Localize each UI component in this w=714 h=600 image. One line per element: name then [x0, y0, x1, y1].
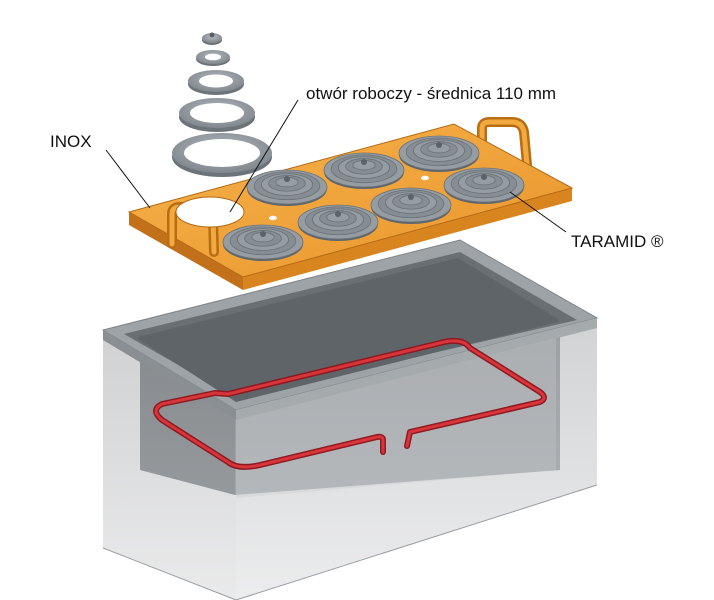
callout-taramid: TARAMID ® — [509, 191, 664, 251]
reducing-rings-stack — [172, 32, 272, 177]
ring-cover-icon — [188, 70, 244, 95]
taramid-covers — [222, 135, 525, 261]
ring-cover-icon — [196, 50, 230, 66]
lid-handle-icon — [477, 117, 532, 170]
ring-cover-icon — [443, 167, 525, 204]
ring-cover-icon — [172, 133, 272, 177]
ring-cover-icon — [370, 187, 452, 224]
label-taramid: TARAMID ® — [571, 232, 664, 251]
ring-cover-icon — [246, 169, 328, 206]
callout-working-hole: otwór roboczy - średnica 110 mm — [229, 84, 556, 213]
working-hole — [175, 196, 245, 228]
callout-inox: INOX — [50, 132, 151, 209]
ring-cover-icon — [202, 32, 222, 45]
heater-coil-icon — [153, 337, 547, 470]
label-working-hole: otwór roboczy - średnica 110 mm — [306, 84, 556, 103]
ring-cover-icon — [323, 152, 405, 189]
ring-cover-icon — [222, 224, 304, 261]
ring-cover-icon — [297, 204, 379, 241]
tank-icon — [101, 239, 599, 600]
label-inox: INOX — [50, 132, 92, 151]
ring-cover-icon — [398, 135, 480, 172]
ring-cover-icon — [179, 98, 255, 132]
